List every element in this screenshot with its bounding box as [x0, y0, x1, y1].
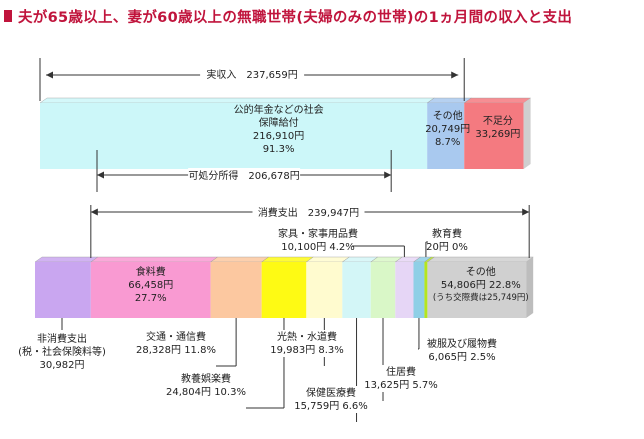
expense-bar-2-top — [209, 256, 270, 263]
chart-title: 夫が65歳以上、妻が60歳以上の無職世帯(夫婦のみの世帯)の1ヵ月間の収入と支出 — [4, 4, 572, 28]
expense-seg-9-label: 教育費 — [432, 227, 462, 240]
expense-seg-1-amount: 66,458円 — [128, 280, 173, 291]
expense-bar-side — [526, 257, 534, 318]
income-seg-0-label-a: 公的年金などの社会 — [234, 103, 324, 116]
expense-seg-3-label-bg — [164, 372, 248, 399]
expense-seg-7-label: 家具・家事用品費 — [278, 227, 358, 240]
disposable-arrow-left-arrowhead — [97, 171, 104, 179]
consumption-label: 消費支出 239,947円 — [258, 206, 359, 219]
consumption-arrow-right-arrowhead — [522, 208, 530, 216]
expense-bar-0 — [35, 262, 91, 318]
expense-bar-1-top — [90, 256, 219, 263]
expense-bar-1 — [90, 262, 211, 318]
consumption-arrow-left-arrowhead — [90, 208, 98, 216]
income-bar-side — [523, 98, 531, 169]
expense-bar-0-top — [34, 256, 99, 263]
expense-bar-2 — [210, 262, 262, 318]
expense-bar-3-top — [261, 256, 314, 263]
expense-seg-9-amount: 20円 0% — [426, 242, 468, 253]
income-seg-1-label: その他 — [433, 109, 463, 122]
expense-bar-10 — [427, 262, 527, 318]
income-seg-0-amount: 216,910円 — [253, 131, 304, 142]
expense-bar-10-top — [426, 256, 534, 263]
title-marker-icon — [4, 10, 12, 22]
expense-seg-10-amount: 54,806円 22.8% — [441, 280, 521, 291]
expense-seg-5-amount: 15,759円 6.6% — [294, 401, 368, 412]
disposable-label: 可処分所得 206,678円 — [188, 169, 299, 182]
disposable-label-bg — [188, 168, 301, 182]
expense-seg-4-label: 光熱・水道費 — [277, 330, 337, 343]
expense-seg-10-note: (うち交際費は25,749円) — [433, 292, 529, 303]
expense-bar-6 — [370, 262, 396, 318]
expense-seg-6-label-bg — [359, 365, 443, 392]
expense-bar-5 — [342, 262, 371, 318]
chart-title-text: 夫が65歳以上、妻が60歳以上の無職世帯(夫婦のみの世帯)の1ヵ月間の収入と支出 — [18, 9, 573, 26]
income-bar-2-top — [463, 97, 532, 104]
expense-bar-4 — [306, 262, 343, 318]
income-bar-2 — [464, 103, 524, 169]
income-seg-1-amount: 20,749円 — [425, 124, 470, 135]
expense-bar-3 — [261, 262, 307, 318]
expense-seg-8-label: 被服及び履物費 — [427, 337, 497, 350]
expense-seg-1-label: 食料費 — [136, 265, 166, 278]
expense-seg-0-amount: 30,982円 — [40, 360, 85, 371]
expense-bar-9 — [424, 262, 428, 318]
expense-seg-4-label-bg — [265, 330, 349, 357]
expense-seg-0-label-a: 非消費支出 — [37, 332, 87, 345]
expense-seg-7-amount: 10,100円 4.2% — [281, 242, 355, 253]
expense-seg-4-amount: 19,983円 8.3% — [270, 345, 344, 356]
expense-seg-3-amount: 24,804円 10.3% — [166, 387, 246, 398]
expense-bar-7 — [395, 262, 414, 318]
income-seg-0-share: 91.3% — [263, 144, 295, 155]
expense-seg-0-label-b: (税・社会保険料等) — [18, 345, 106, 358]
income-seg-1-share: 8.7% — [435, 137, 460, 148]
consumption-label-bg — [252, 205, 365, 219]
income-bar-0 — [40, 103, 428, 169]
expense-seg-5-label: 保健医療費 — [306, 386, 356, 399]
income-seg-2-amount: 33,269円 — [475, 129, 520, 140]
income-bar-1 — [427, 103, 465, 169]
income-seg-0-label-b: 保障給付 — [259, 116, 299, 129]
disposable-arrow-right-arrowhead — [384, 171, 392, 179]
expense-seg-6-amount: 13,625円 5.7% — [364, 380, 438, 391]
expense-seg-8-amount: 6,065円 2.5% — [428, 352, 495, 363]
expense-seg-2-label: 交通・通信費 — [146, 330, 206, 343]
expense-seg-10-label: その他 — [466, 265, 496, 278]
expense-seg-6-label: 住居費 — [386, 365, 416, 378]
real-income-label: 実収入 237,659円 — [206, 68, 297, 81]
real-income-arrow-right-arrowhead — [451, 71, 459, 79]
real-income-arrow-left-arrowhead — [46, 71, 53, 79]
expense-seg-2-label-bg — [134, 330, 218, 357]
expense-seg-3-label: 教養娯楽費 — [181, 372, 231, 385]
expense-seg-2-amount: 28,328円 11.8% — [136, 345, 216, 356]
income-bar-0-top — [39, 97, 435, 104]
real-income-label-bg — [200, 66, 305, 81]
income-seg-2-label: 不足分 — [483, 115, 513, 127]
expense-bar-4-top — [305, 256, 350, 263]
expense-bar-8 — [413, 262, 425, 318]
expense-seg-1-share: 27.7% — [135, 293, 167, 304]
